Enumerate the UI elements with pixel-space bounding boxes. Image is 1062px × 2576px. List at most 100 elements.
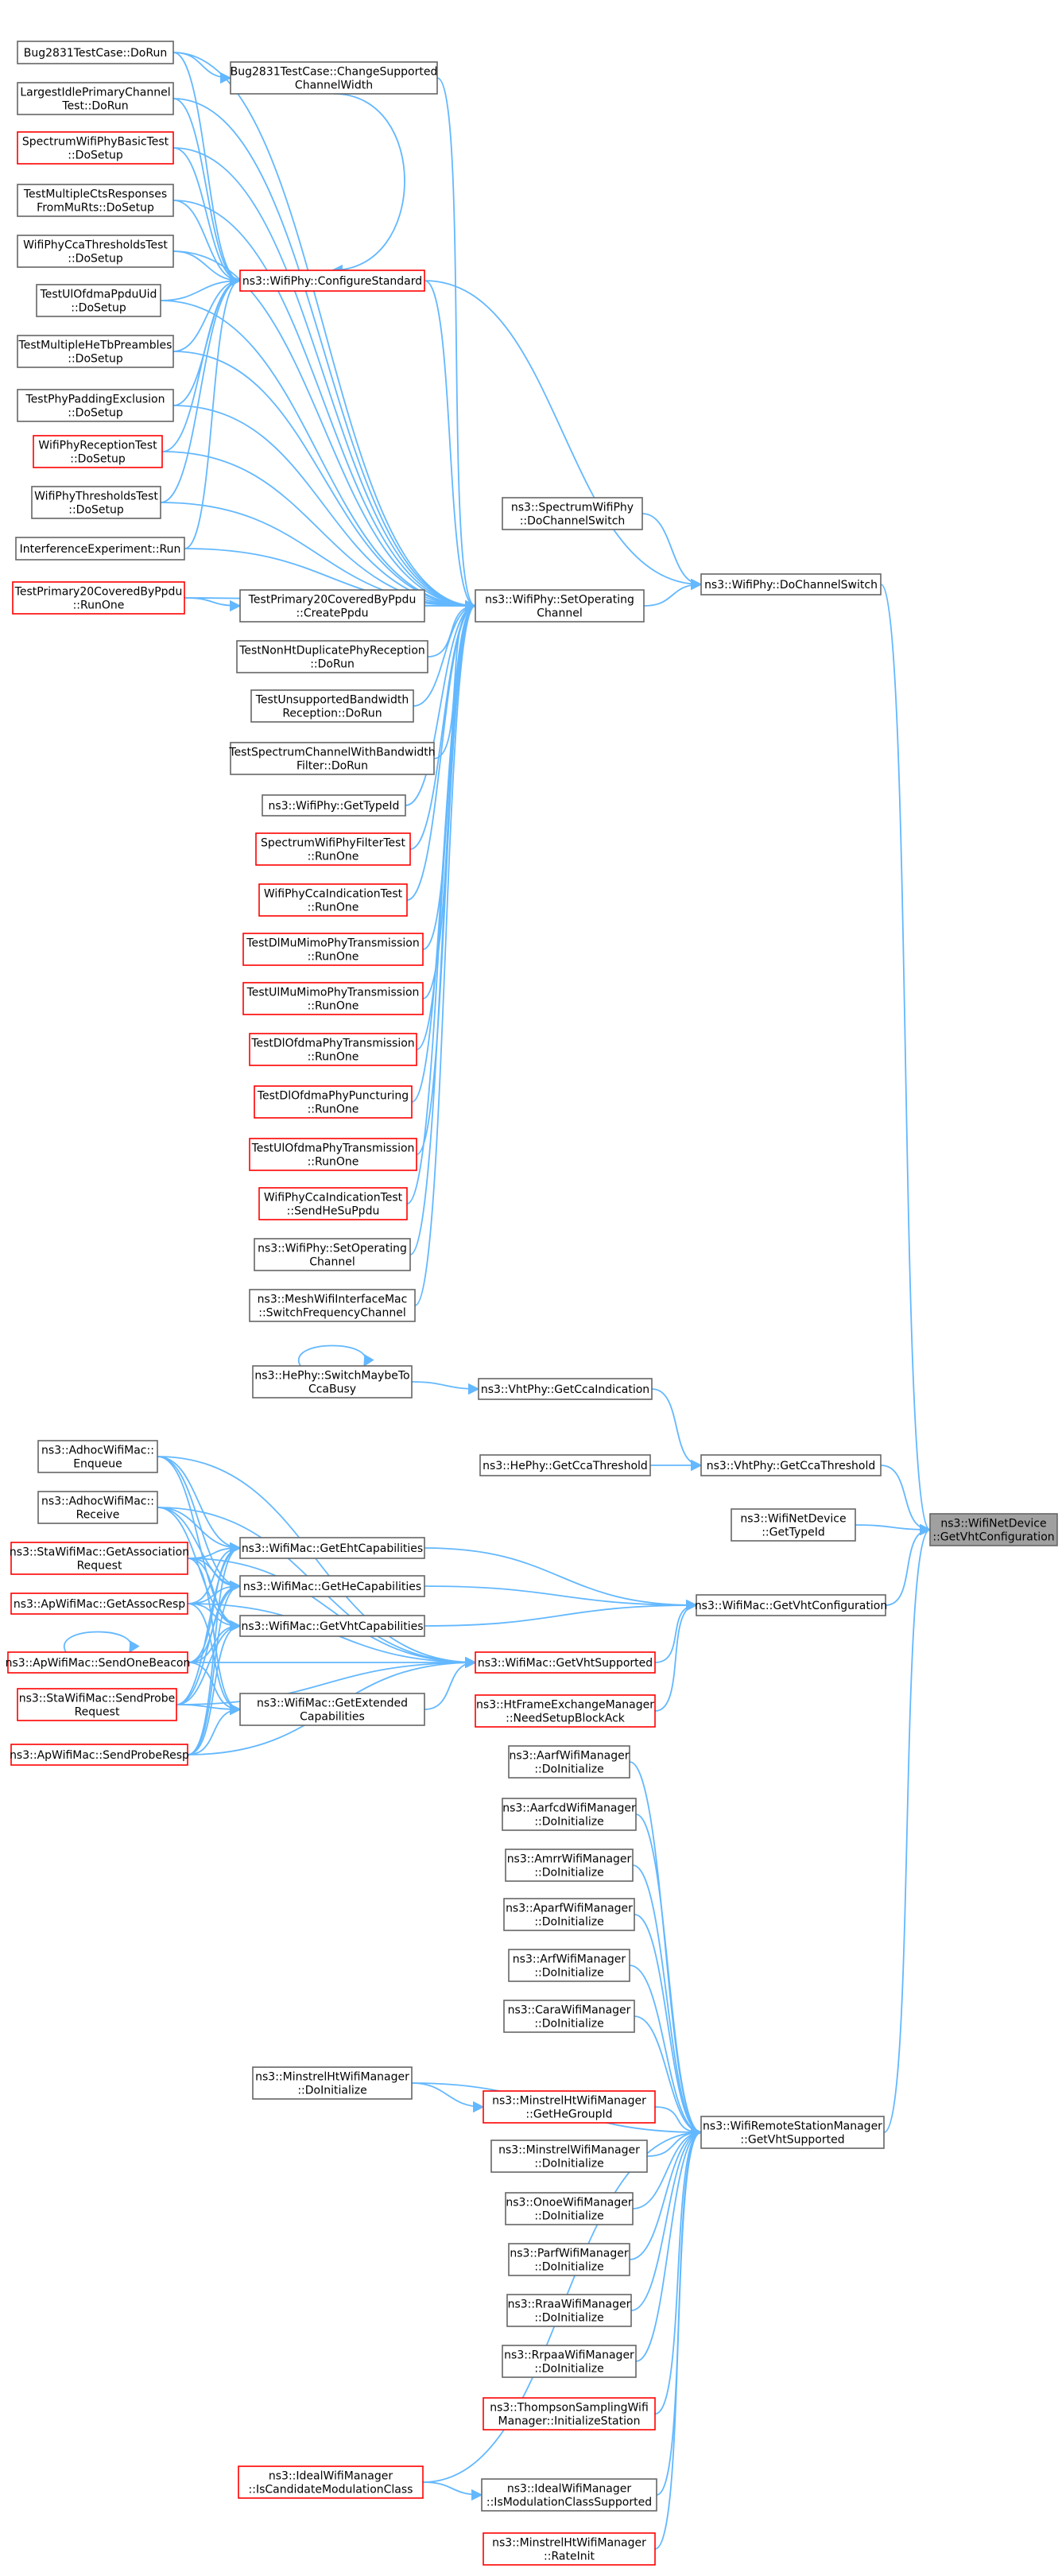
node-box[interactable] [475, 589, 645, 623]
function-node-ns3-wifiphy-dochannelswitch[interactable]: ns3::WifiPhy::DoChannelSwitch [700, 573, 882, 596]
function-node-ns3-onoewifimanager-doinitialize[interactable]: ns3::OnoeWifiManager::DoInitialize [505, 2192, 634, 2225]
node-box[interactable] [242, 933, 424, 966]
node-box[interactable] [250, 689, 414, 723]
node-box[interactable] [239, 1537, 425, 1559]
node-box[interactable] [17, 41, 174, 64]
node-box[interactable] [258, 883, 408, 917]
node-box[interactable] [502, 497, 643, 530]
function-node-ns3-apwifimac-sendproberesp[interactable]: ns3::ApWifiMac::SendProbeResp [10, 1744, 189, 1766]
node-box[interactable] [17, 389, 174, 422]
function-node-ns3-rrpaawifimanager-doinitialize[interactable]: ns3::RrpaaWifiManager::DoInitialize [502, 2345, 637, 2378]
function-node-ns3-wifiphy-configurestandard[interactable]: ns3::WifiPhy::ConfigureStandard [239, 270, 425, 292]
node-box[interactable] [508, 1745, 630, 1779]
function-node-testspectrumchannelwithbandwidthfilter-dorun[interactable]: TestSpectrumChannelWithBandwidthFilter::… [228, 742, 436, 775]
function-node-testprimary20coveredbyppdu-runone[interactable]: TestPrimary20CoveredByPpdu::RunOne [12, 581, 185, 615]
node-box[interactable] [929, 1513, 1058, 1546]
node-box[interactable] [490, 2140, 648, 2173]
function-node-wifiphyccathresholdstest-dosetup[interactable]: WifiPhyCcaThresholdsTest::DoSetup [17, 235, 174, 268]
node-box[interactable] [242, 982, 424, 1015]
node-box[interactable] [15, 537, 185, 561]
function-node-ns3-wifimac-getvhtcapabilities[interactable]: ns3::WifiMac::GetVhtCapabilities [239, 1615, 425, 1637]
node-box[interactable] [505, 2192, 634, 2225]
node-box[interactable] [239, 1615, 425, 1637]
function-node-testmultiplectsresponsesfrommurts-dosetup[interactable]: TestMultipleCtsResponsesFromMuRts::DoSet… [17, 184, 174, 217]
function-node-testnonhtduplicatephyreception-dorun[interactable]: TestNonHtDuplicatePhyReception::DoRun [236, 640, 428, 673]
function-node-ns3-minstrelhtwifimanager-doinitialize[interactable]: ns3::MinstrelHtWifiManager::DoInitialize [252, 2066, 413, 2100]
function-node-ns3-apwifimac-getassocresp[interactable]: ns3::ApWifiMac::GetAssocResp [10, 1593, 188, 1615]
node-box[interactable] [255, 832, 411, 866]
node-box[interactable] [483, 2532, 656, 2566]
function-node-wifiphythresholdstest-dosetup[interactable]: WifiPhyThresholdsTest::DoSetup [31, 486, 161, 519]
function-node-bug2831testcase-changesupportedchannelwidth[interactable]: Bug2831TestCase::ChangeSupportedChannelW… [230, 61, 438, 95]
node-box[interactable] [252, 2066, 413, 2100]
node-box[interactable] [17, 235, 174, 268]
node-box[interactable] [700, 573, 882, 596]
node-box[interactable] [258, 1187, 408, 1220]
function-node-testulofdmaphytransmission-runone[interactable]: TestUlOfdmaPhyTransmission::RunOne [249, 1138, 417, 1171]
node-box[interactable] [252, 1365, 413, 1399]
function-node-ns3-htframeexchangemanager-needsetupblockack[interactable]: ns3::HtFrameExchangeManager::NeedSetupBl… [475, 1694, 656, 1728]
function-node-ns3-wifinetdevice-gettypeid[interactable]: ns3::WifiNetDevice::GetTypeId [731, 1508, 856, 1542]
node-box[interactable] [502, 1798, 637, 1831]
node-box[interactable] [230, 61, 438, 95]
function-node-ns3-aarfwifimanager-doinitialize[interactable]: ns3::AarfWifiManager::DoInitialize [508, 1745, 630, 1779]
function-node-ns3-adhocwifimac-enqueue[interactable]: ns3::AdhocWifiMac::Enqueue [37, 1440, 158, 1473]
node-box[interactable] [17, 1688, 177, 1721]
function-node-ns3-thompsonsamplingwifimanager-initializestation[interactable]: ns3::ThompsonSamplingWifiManager::Initia… [483, 2397, 656, 2431]
node-box[interactable] [10, 1542, 188, 1575]
node-box[interactable] [238, 2465, 424, 2499]
node-box[interactable] [503, 1898, 635, 1931]
node-box[interactable] [262, 794, 406, 817]
node-box[interactable] [239, 270, 425, 292]
function-node-testulofdmappduuid-dosetup[interactable]: TestUlOfdmaPpduUid::DoSetup [36, 284, 161, 317]
function-node-ns3-minstrelhtwifimanager-rateinit[interactable]: ns3::MinstrelHtWifiManager::RateInit [483, 2532, 656, 2566]
node-box[interactable] [10, 1744, 188, 1766]
node-box[interactable] [481, 2478, 657, 2512]
function-node-testmultiplehetbpreambles-dosetup[interactable]: TestMultipleHeTbPreambles::DoSetup [17, 335, 174, 368]
function-node-testdlofdmaphytransmission-runone[interactable]: TestDlOfdmaPhyTransmission::RunOne [249, 1033, 417, 1066]
function-node-ns3-carawifimanager-doinitialize[interactable]: ns3::CaraWifiManager::DoInitialize [503, 2000, 635, 2033]
function-node-wifiphyccaindicationtest-sendhesuppdu[interactable]: WifiPhyCcaIndicationTest::SendHeSuPpdu [258, 1187, 408, 1220]
node-box[interactable] [506, 2294, 632, 2327]
function-node-testulmumimophytransmission-runone[interactable]: TestUlMuMimoPhyTransmission::RunOne [242, 982, 424, 1015]
function-node-ns3-wifimac-getehtcapabilities[interactable]: ns3::WifiMac::GetEhtCapabilities [239, 1537, 425, 1559]
root-node-ns3-wifinetdevice-getvhtconfiguration[interactable]: ns3::WifiNetDevice::GetVhtConfiguration [929, 1513, 1058, 1546]
node-box[interactable] [505, 1849, 634, 1882]
node-box[interactable] [475, 1694, 656, 1728]
function-node-ns3-idealwifimanager-ismodulationclasssupported[interactable]: ns3::IdealWifiManager::IsModulationClass… [481, 2478, 657, 2512]
node-box[interactable] [37, 1491, 158, 1524]
function-node-testdlofdmaphypuncturing-runone[interactable]: TestDlOfdmaPhyPuncturing::RunOne [254, 1085, 413, 1119]
function-node-ns3-apwifimac-sendonebeacon[interactable]: ns3::ApWifiMac::SendOneBeacon [6, 1651, 191, 1674]
function-node-interferenceexperiment-run[interactable]: InterferenceExperiment::Run [15, 537, 185, 561]
function-node-ns3-vhtphy-getccathreshold[interactable]: ns3::VhtPhy::GetCcaThreshold [700, 1454, 882, 1476]
node-box[interactable] [508, 2243, 630, 2276]
node-box[interactable] [700, 1454, 882, 1476]
node-box[interactable] [483, 2397, 656, 2431]
function-node-ns3-arfwifimanager-doinitialize[interactable]: ns3::ArfWifiManager::DoInitialize [508, 1949, 630, 1982]
node-box[interactable] [254, 1238, 411, 1271]
function-node-testprimary20coveredbyppdu-createppdu[interactable]: TestPrimary20CoveredByPpdu::CreatePpdu [239, 589, 425, 623]
node-box[interactable] [502, 2345, 637, 2378]
function-node-ns3-wifiphy-gettypeid[interactable]: ns3::WifiPhy::GetTypeId [262, 794, 406, 817]
function-node-ns3-spectrumwifiphy-dochannelswitch[interactable]: ns3::SpectrumWifiPhy::DoChannelSwitch [502, 497, 643, 530]
function-node-ns3-meshwifiinterfacemac-switchfrequencychannel[interactable]: ns3::MeshWifiInterfaceMac::SwitchFrequen… [249, 1289, 416, 1322]
node-box[interactable] [239, 589, 425, 623]
function-node-ns3-wifimac-getvhtsupported[interactable]: ns3::WifiMac::GetVhtSupported [475, 1651, 656, 1674]
function-node-ns3-hephy-getccathreshold[interactable]: ns3::HePhy::GetCcaThreshold [479, 1454, 651, 1476]
node-box[interactable] [36, 284, 161, 317]
node-box[interactable] [254, 1085, 413, 1119]
node-box[interactable] [12, 581, 185, 615]
function-node-ns3-aarfcdwifimanager-doinitialize[interactable]: ns3::AarfcdWifiManager::DoInitialize [502, 1798, 637, 1831]
node-box[interactable] [700, 2116, 885, 2149]
function-node-ns3-parfwifimanager-doinitialize[interactable]: ns3::ParfWifiManager::DoInitialize [508, 2243, 630, 2276]
function-node-wifiphyreceptiontest-dosetup[interactable]: WifiPhyReceptionTest::DoSetup [33, 435, 163, 468]
function-node-ns3-wifiremotestationmanager-getvhtsupported[interactable]: ns3::WifiRemoteStationManager::GetVhtSup… [700, 2116, 885, 2149]
node-box[interactable] [483, 2090, 656, 2124]
function-node-ns3-minstrelwifimanager-doinitialize[interactable]: ns3::MinstrelWifiManager::DoInitialize [490, 2140, 648, 2173]
function-node-ns3-minstrelhtwifimanager-gethegroupid[interactable]: ns3::MinstrelHtWifiManager::GetHeGroupId [483, 2090, 656, 2124]
